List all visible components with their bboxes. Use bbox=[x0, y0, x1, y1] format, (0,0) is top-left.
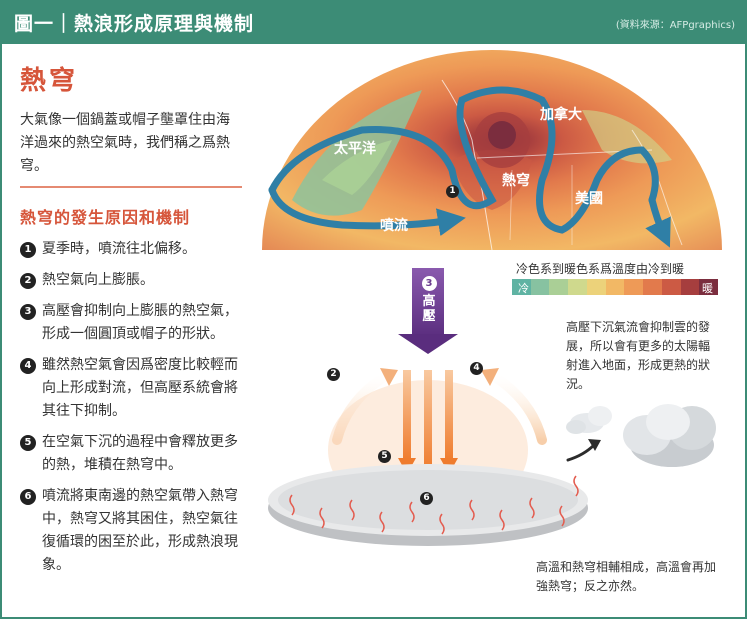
step-text: 雖然熱空氣會因爲密度比較輕而向上形成對流，但高壓系統會將其往下抑制。 bbox=[42, 357, 238, 419]
pressure-char-2: 壓 bbox=[422, 309, 436, 324]
jet-stream-label: 噴流 bbox=[380, 218, 408, 234]
sinking-air-note: 高壓下沉氣流會抑制雲的發展，所以會有更多的太陽輻射進入地面，形成更熱的狀況。 bbox=[566, 320, 711, 391]
step-4-badge: 4 bbox=[470, 362, 483, 375]
legend-warm-label: 暖 bbox=[702, 282, 713, 295]
legend-swatch bbox=[512, 279, 531, 295]
step-number: 4 bbox=[20, 358, 36, 374]
step-3-badge: 3 bbox=[421, 276, 437, 291]
step-5-badge: 5 bbox=[378, 450, 391, 463]
heat-waves bbox=[289, 475, 579, 535]
legend-swatch bbox=[586, 279, 606, 295]
figure-header: 圖一｜熱浪形成原理與機制 (資料來源：AFPgraphics) bbox=[0, 0, 747, 44]
legend-cold-label: 冷 bbox=[518, 282, 529, 295]
step-text: 熱空氣向上膨脹。 bbox=[42, 272, 154, 288]
step-list: 1 夏季時，噴流往北偏移。 2 熱空氣向上膨脹。 3 高壓會抑制向上膨脹的熱空氣，形成… bbox=[20, 238, 242, 585]
step-text: 在空氣下沉的過程中會釋放更多的熱，堆積在熱穹中。 bbox=[42, 434, 238, 473]
step-item: 3 高壓會抑制向上膨脹的熱空氣，形成一個圓頂或帽子的形狀。 bbox=[20, 300, 242, 346]
mechanism-heading: 熱穹的發生原因和機制 bbox=[20, 208, 191, 227]
legend-caption: 冷色系到暖色系爲溫度由冷到暖 bbox=[516, 262, 685, 276]
ground-disk bbox=[268, 464, 588, 546]
legend-swatch bbox=[549, 279, 569, 295]
section-divider bbox=[20, 186, 242, 188]
legend-swatch bbox=[661, 279, 681, 295]
step-text: 噴流將東南邊的熱空氣帶入熱穹中，熱穹又將其困住，熱空氣往復循環的困至於此，形成熱… bbox=[42, 488, 238, 573]
legend-swatch bbox=[624, 279, 644, 295]
legend-swatch bbox=[643, 279, 662, 295]
figure-title: 圖一｜熱浪形成原理與機制 bbox=[14, 13, 255, 35]
step-number: 1 bbox=[20, 242, 36, 258]
feedback-note: 高溫和熱穹相輔相成，高溫會再加強熱穹；反之亦然。 bbox=[536, 560, 717, 593]
pacific-label: 太平洋 bbox=[334, 141, 376, 157]
temperature-legend bbox=[512, 279, 719, 295]
high-pressure-label: 3 高 壓 bbox=[418, 276, 440, 324]
left-panel: 熱穹 大氣像一個鍋蓋或帽子壟罩住由海洋過來的熱空氣時，我們稱之爲熱穹。 bbox=[20, 60, 242, 178]
storm-cloud-icon bbox=[623, 404, 716, 467]
step-item: 6 噴流將東南邊的熱空氣帶入熱穹中，熱穹又將其困住，熱空氣往復循環的困至於此，形成… bbox=[20, 485, 242, 577]
legend-swatch bbox=[530, 279, 550, 295]
temperature-map bbox=[262, 50, 722, 251]
transition-arrow-icon bbox=[566, 439, 601, 462]
usa-label: 美國 bbox=[575, 191, 603, 207]
heat-dome-heading: 熱穹 bbox=[20, 66, 79, 96]
step-text: 夏季時，噴流往北偏移。 bbox=[42, 241, 196, 257]
heat-dome-label: 熱穹 bbox=[502, 173, 530, 189]
pressure-char-1: 高 bbox=[422, 294, 436, 309]
legend-swatch bbox=[699, 279, 719, 295]
step-number: 3 bbox=[20, 304, 36, 320]
legend-swatch bbox=[605, 279, 625, 295]
step-text: 高壓會抑制向上膨脹的熱空氣，形成一個圓頂或帽子的形狀。 bbox=[42, 303, 238, 342]
source-credit: (資料來源：AFPgraphics) bbox=[615, 20, 735, 31]
step-item: 1 夏季時，噴流往北偏移。 bbox=[20, 238, 242, 261]
step-2-badge: 2 bbox=[327, 368, 340, 381]
step-item: 4 雖然熱空氣會因爲密度比較輕而向上形成對流，但高壓系統會將其往下抑制。 bbox=[20, 354, 242, 423]
step-6-badge: 6 bbox=[420, 492, 433, 505]
step-number: 2 bbox=[20, 273, 36, 289]
heat-dome-diagram bbox=[262, 50, 722, 546]
intro-text: 大氣像一個鍋蓋或帽子壟罩住由海洋過來的熱空氣時，我們稱之爲熱穹。 bbox=[20, 112, 230, 174]
legend-swatch bbox=[568, 279, 587, 295]
step-number: 5 bbox=[20, 435, 36, 451]
legend-swatch bbox=[680, 279, 700, 295]
step-1-badge: 1 bbox=[446, 185, 459, 198]
step-item: 2 熱空氣向上膨脹。 bbox=[20, 269, 242, 292]
canada-label: 加拿大 bbox=[540, 107, 582, 123]
cloud-icon bbox=[566, 406, 612, 434]
step-number: 6 bbox=[20, 489, 36, 505]
step-item: 5 在空氣下沉的過程中會釋放更多的熱，堆積在熱穹中。 bbox=[20, 431, 242, 477]
